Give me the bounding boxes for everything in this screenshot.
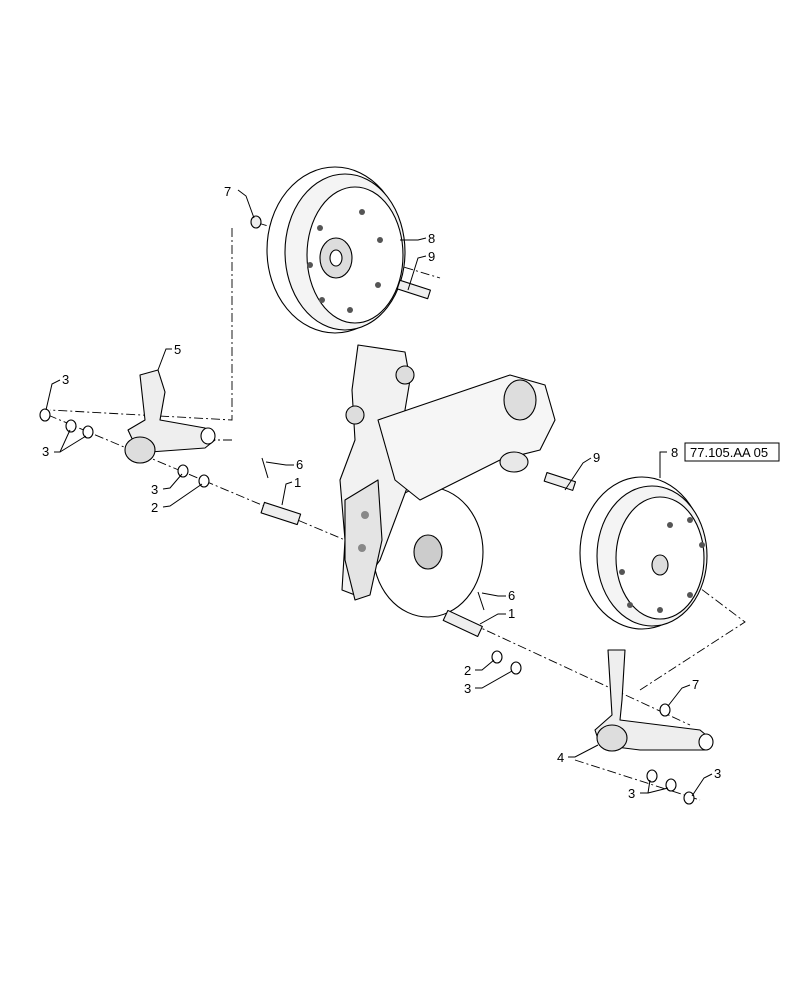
- pivot-pin-right: [442, 609, 483, 638]
- gauge-wheel-arm-right: [594, 649, 714, 752]
- callout-3-left-a: 3: [62, 372, 69, 387]
- callout-3-left-c: 3: [151, 482, 158, 497]
- cotter-pin-left: [261, 457, 269, 479]
- callout-2-right: 2: [464, 663, 471, 678]
- callout-1-right: 1: [508, 606, 515, 621]
- callout-9-lower: 9: [593, 450, 600, 465]
- callout-5: 5: [174, 342, 181, 357]
- callout-3-right-b: 3: [628, 786, 635, 801]
- callout-1-left: 1: [294, 475, 301, 490]
- callout-7-lower: 7: [692, 677, 699, 692]
- cotter-pin-right: [477, 591, 485, 611]
- callout-8-upper: 8: [428, 231, 435, 246]
- wheel-bolt-upper: [396, 279, 432, 300]
- callout-7-upper: 7: [224, 184, 231, 199]
- callout-4: 4: [557, 750, 564, 765]
- callout-3-right-a: 3: [464, 681, 471, 696]
- pivot-pin-left: [260, 501, 302, 526]
- reference-code: 77.105.AA 05: [690, 445, 768, 460]
- callout-8-lower: 8: [671, 445, 678, 460]
- leader-lines: [45, 189, 713, 797]
- callout-6-left: 6: [296, 457, 303, 472]
- callouts: 7 8 9 5 3 3 3 2 6 1 9 8 6 1 2 3 7 4 3 3: [42, 184, 721, 801]
- callout-6-right: 6: [508, 588, 515, 603]
- callout-3-left-b: 3: [42, 444, 49, 459]
- callout-3-right-c: 3: [714, 766, 721, 781]
- washers: [39, 408, 695, 805]
- gauge-wheel-lower: [579, 476, 708, 630]
- gauge-wheel-upper: [266, 166, 406, 334]
- washer-upper: [250, 215, 262, 229]
- gauge-wheel-arm-left: [124, 369, 216, 464]
- callout-9-upper: 9: [428, 249, 435, 264]
- reference-code-box: 77.105.AA 05: [684, 442, 780, 462]
- callout-2-left: 2: [151, 500, 158, 515]
- row-unit-frame: [339, 344, 556, 618]
